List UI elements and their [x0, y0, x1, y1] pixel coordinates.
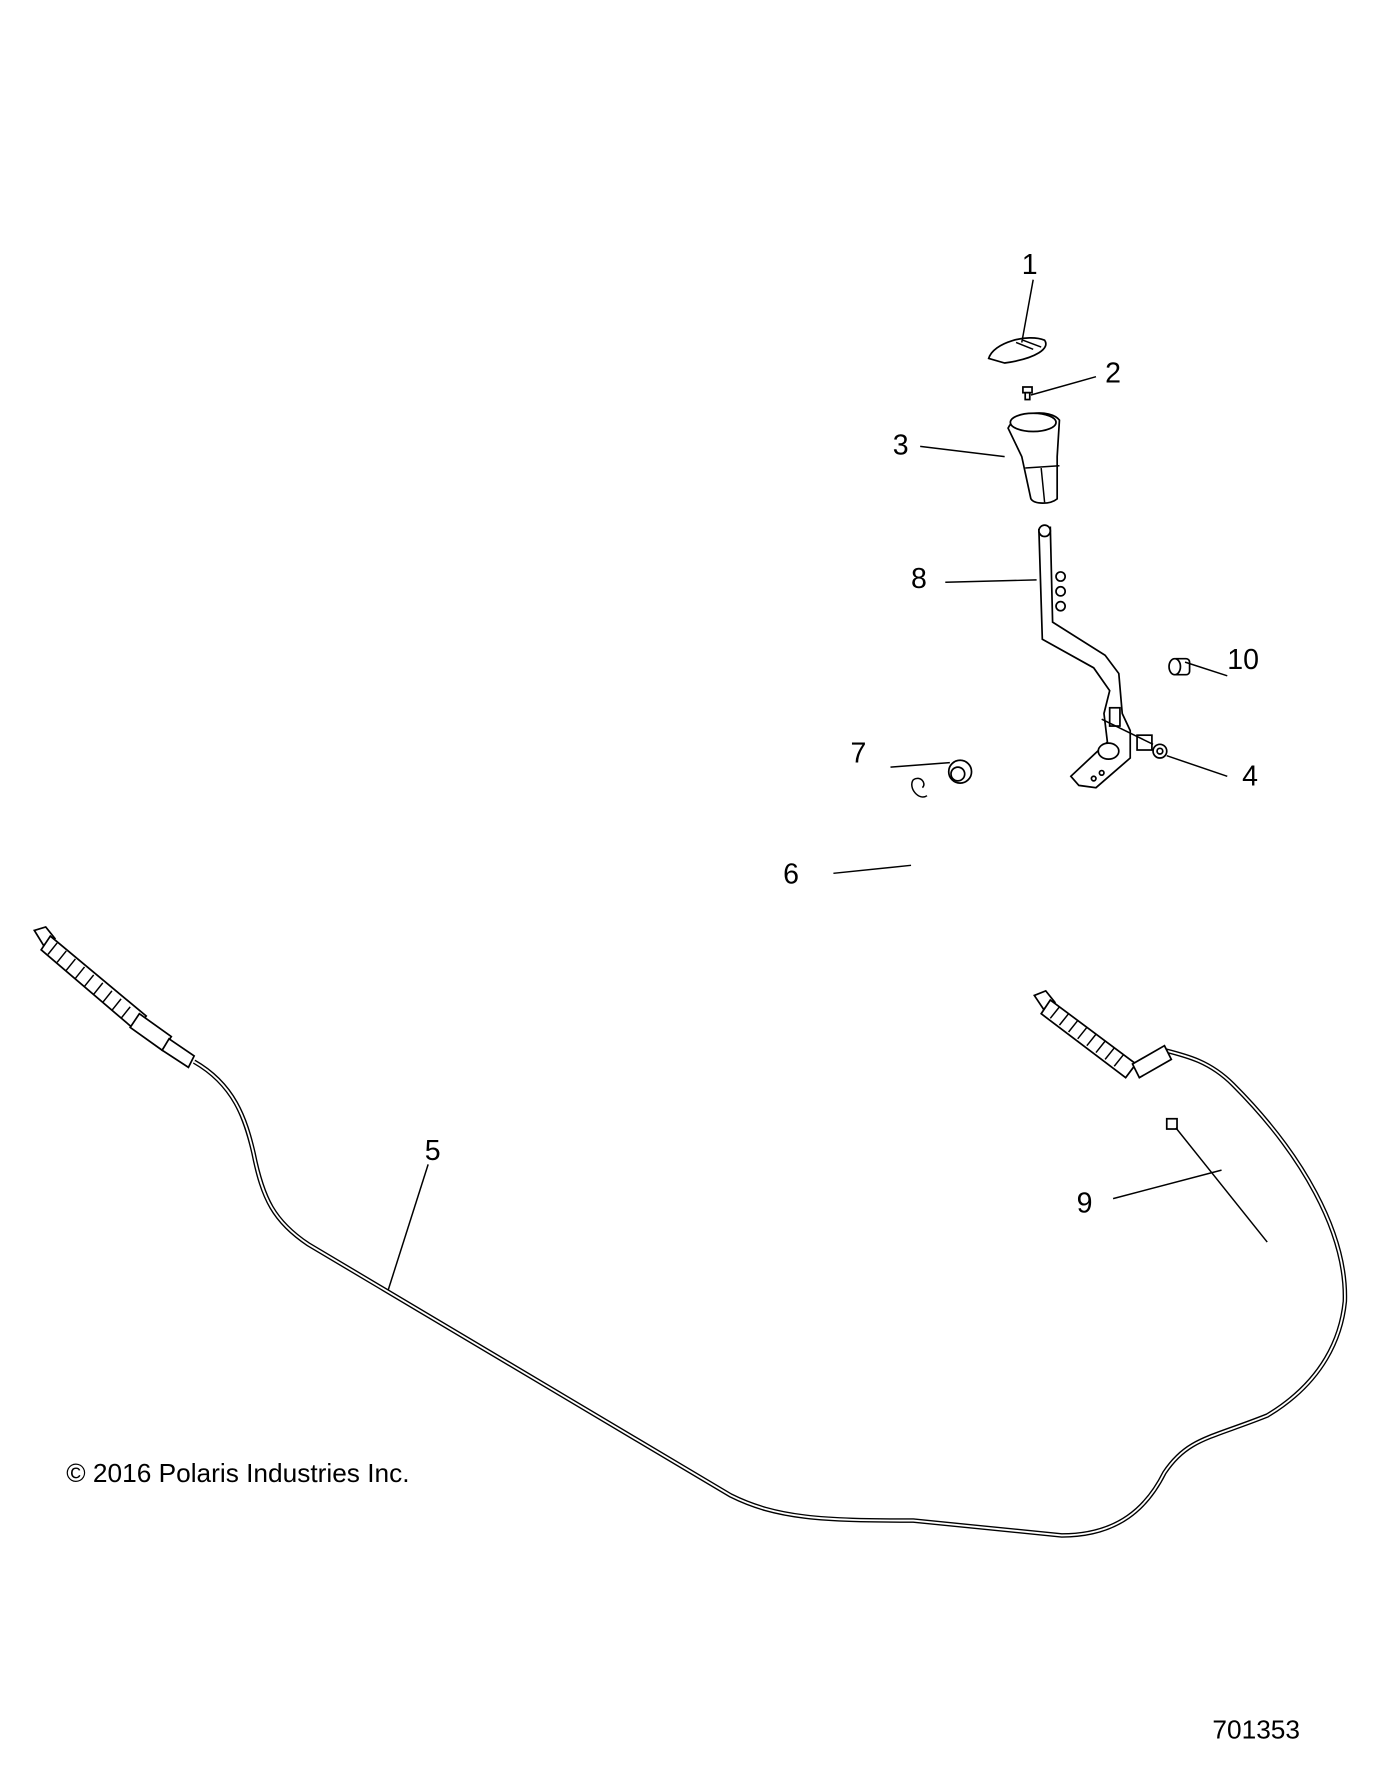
- callout-9: 9: [1077, 1187, 1093, 1219]
- part-2-screw: [1022, 386, 1033, 401]
- diagram-number: 701353: [1212, 1715, 1300, 1745]
- part-5-shift-cable: [32, 925, 1348, 1538]
- callout-7: 7: [851, 738, 867, 770]
- part-7-bushing: [947, 759, 973, 784]
- callout-5: 5: [425, 1135, 441, 1167]
- part-4-nut: [1152, 743, 1168, 759]
- part-9-cable-tie: [1165, 1117, 1268, 1243]
- part-1-knob-cap: [987, 337, 1047, 364]
- part-6-e-clip: [911, 777, 928, 798]
- callout-6: 6: [783, 859, 799, 891]
- callout-8: 8: [911, 563, 927, 595]
- copyright-text: © 2016 Polaris Industries Inc.: [66, 1458, 409, 1488]
- callout-4: 4: [1242, 760, 1258, 792]
- part-10-bushing: [1168, 657, 1191, 676]
- callout-2: 2: [1105, 357, 1121, 389]
- callout-10: 10: [1227, 644, 1259, 676]
- callout-1: 1: [1022, 249, 1038, 281]
- part-8-shift-lever: [1038, 524, 1153, 789]
- part-3-shift-knob: [1007, 412, 1061, 505]
- leader-lines: [387, 279, 1228, 1291]
- callout-3: 3: [893, 429, 909, 461]
